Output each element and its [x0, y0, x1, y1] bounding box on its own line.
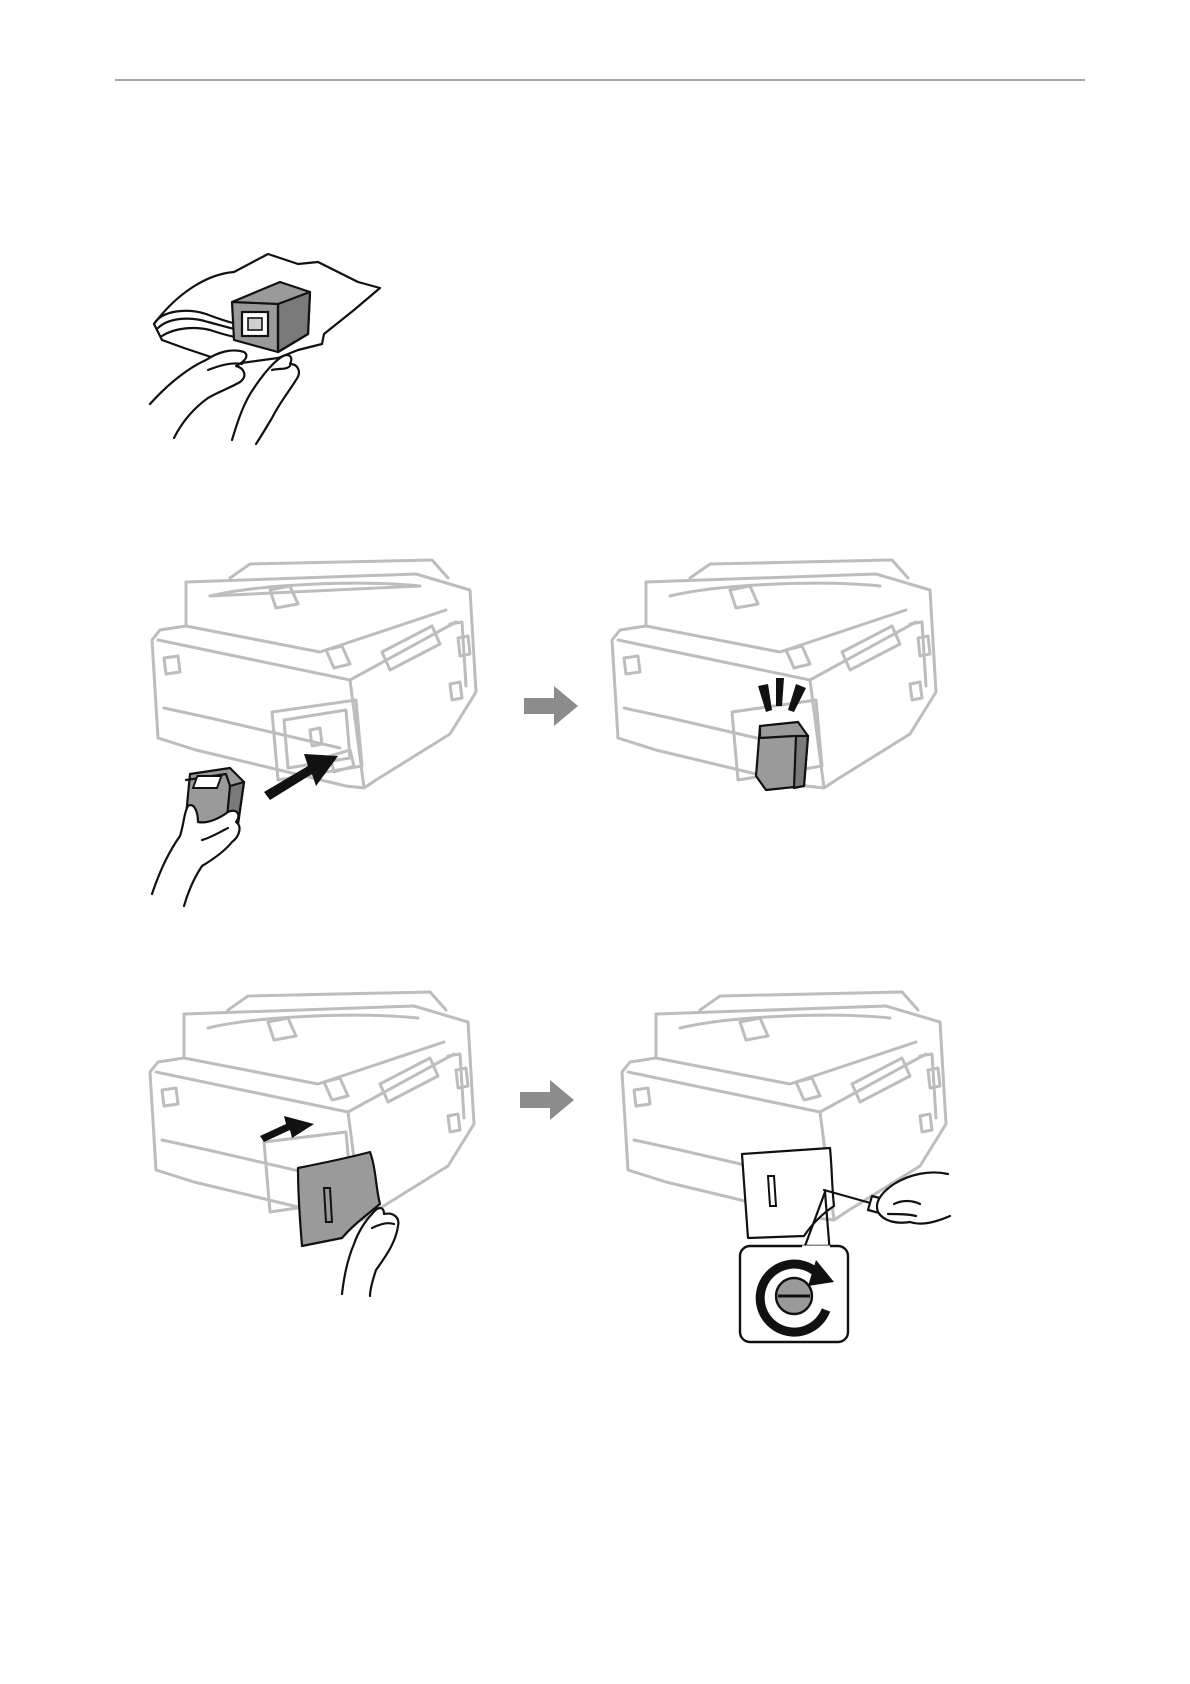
maintenance-box-installed-illustration: [610, 560, 950, 800]
header-rule: [115, 79, 1085, 81]
maintenance-box-in-bag-illustration: [148, 252, 384, 440]
tighten-screw-illustration: [620, 992, 980, 1344]
step-arrow-icon: [520, 1080, 574, 1120]
attach-cover-illustration: [148, 992, 488, 1296]
insert-maintenance-box-illustration: [150, 560, 490, 906]
step-arrow-icon: [524, 686, 578, 726]
